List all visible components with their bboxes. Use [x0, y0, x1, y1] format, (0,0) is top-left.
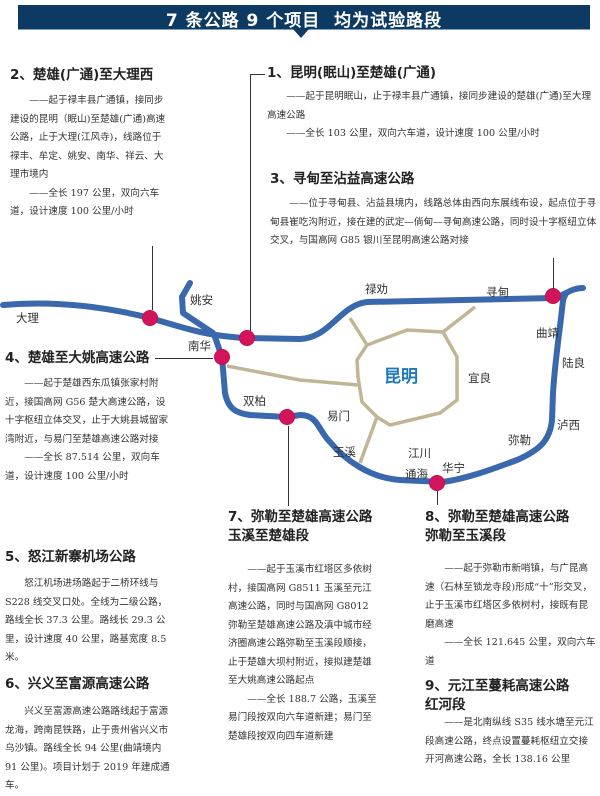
- project-1-paragraph: ——全长 103 公里，双向六车道，设计速度 100 公里/小时: [286, 128, 540, 139]
- place-huaning: 华宁: [442, 461, 465, 475]
- page-title: 7 条公路 9 个项目 均为试验路段: [165, 11, 443, 31]
- place-mile: 弥勒: [508, 433, 531, 447]
- place-yaoan: 姚安: [190, 293, 213, 307]
- place-luquan: 禄劝: [365, 282, 388, 296]
- project-4-description: ——起于楚雄西东瓜镇张家村附近，接国高网 G56 楚大高速公路，设十字枢纽立体交…: [5, 375, 170, 486]
- route-nanhua-shuangbai: [212, 290, 569, 485]
- project-7-title: 7、弥勒至楚雄高速公路 玉溪至楚雄段: [228, 508, 372, 546]
- project-2-description: ——起于禄丰县广通镇，接同步建设的昆明（眠山)至楚雄(广通)高速公路，止于大理(…: [10, 92, 168, 222]
- project-7-description: ——起于玉溪市红塔区多依树村，接国高网 G8511 玉溪至元江高速公路，同时与国…: [228, 561, 378, 746]
- spoke-northeast: [441, 305, 477, 334]
- place-qujing: 曲靖: [536, 326, 559, 340]
- leader-line-2: [152, 246, 153, 310]
- project-5-paragraph: 怒江机场进场路起于二桥环线与 S228 线交叉口处。全线为二级公路，路线全长 3…: [5, 578, 168, 663]
- project-1-description: ——起于昆明眠山，止于禄丰县广通镇，接同步建设的楚雄(广通)至大理高速公路 ——…: [267, 88, 597, 144]
- project-1-paragraph: ——起于昆明眠山，止于禄丰县广通镇，接同步建设的楚雄(广通)至大理高速公路: [267, 91, 592, 121]
- project-8-title: 8、弥勒至楚雄高速公路 弥勒至玉溪段: [425, 508, 569, 546]
- leader-line-7: [288, 426, 289, 506]
- place-kunming: 昆明: [384, 367, 418, 387]
- project-3-paragraph: ——位于寻甸县、沾益县境内，线路总体由西向东展线布设，起点位于寻甸县崔吃沟附近，…: [270, 198, 597, 246]
- project-9-title: 9、元江至蔓耗高速公路 红河段: [425, 677, 569, 715]
- place-jiangchuan: 江川: [408, 446, 431, 460]
- project-4-paragraph: ——起于楚雄西东瓜镇张家村附近，接国高网 G56 楚大高速公路，设十字枢纽立体交…: [5, 378, 169, 445]
- project-7-paragraph: ——全长 188.7 公路，玉溪至易门段按双向六车道新建；易门至楚雄段按双向四车…: [228, 693, 377, 742]
- marker-project-1: [239, 330, 255, 346]
- banner-pointer: [293, 29, 309, 38]
- marker-project-7: [279, 409, 295, 425]
- project-9-paragraph: ——是北南纵线 S35 线水塘至元江段高速公路，终点设置蔓耗枢纽立交接开河高速公…: [425, 717, 594, 765]
- place-yiliang: 宜良: [468, 371, 491, 385]
- project-2-paragraph: ——全长 197 公里，双向六车道，设计速度 100 公里/小时: [10, 187, 160, 218]
- spoke-south: [358, 416, 379, 464]
- project-6-description: 兴义至富源高速公路路线起于富源龙海，跨南昆铁路，止于贵州省兴义市乌沙镇。路线全长…: [5, 703, 173, 796]
- project-4-paragraph: ——全长 87.514 公里，双向车道，设计速度 100 公里/小时: [5, 452, 160, 482]
- place-tonghai: 通海: [405, 467, 428, 481]
- project-9-description: ——是北南纵线 S35 线水塘至元江段高速公路，终点设置蔓耗枢纽立交接开河高速公…: [425, 714, 597, 770]
- project-6-paragraph: 兴义至富源高速公路路线起于富源龙海，跨南昆铁路，止于贵州省兴义市乌沙镇。路线全长…: [5, 706, 170, 791]
- project-8-title-line: 8、弥勒至楚雄高速公路: [425, 509, 570, 525]
- marker-project-2: [142, 310, 158, 326]
- leader-line-1: [250, 74, 265, 75]
- project-7-title-line: 7、弥勒至楚雄高速公路: [228, 509, 373, 525]
- project-8-paragraph: ——起于弥勒市新哨镇，与广昆高速（石林至锁龙寺段)形成“十”形交叉，止于玉溪市红…: [425, 563, 593, 630]
- project-7-paragraph: ——起于玉溪市红塔区多依树村，接国高网 G8511 玉溪至元江高速公路，同时与国…: [228, 564, 372, 686]
- project-4-title: 4、楚雄至大姚高速公路: [5, 350, 150, 366]
- project-7-subtitle: 玉溪至楚雄段: [228, 528, 309, 544]
- leader-line-8: [437, 491, 438, 505]
- leader-line-1-vertical: [250, 74, 251, 331]
- project-3-description: ——位于寻甸县、沾益县境内，线路总体由西向东展线布设，起点位于寻甸县崔吃沟附近，…: [270, 195, 598, 251]
- project-6-title: 6、兴义至富源高速公路: [5, 676, 150, 692]
- project-8-subtitle: 弥勒至玉溪段: [425, 528, 506, 544]
- marker-project-8: [429, 475, 445, 491]
- project-markers: [142, 288, 561, 491]
- place-xundian: 寻甸: [486, 285, 509, 299]
- spoke-west: [226, 364, 359, 387]
- project-8-paragraph: ——全长 121.645 公里，双向六车道: [425, 637, 596, 667]
- project-5-description: 怒江机场进场路起于二桥环线与 S228 线交叉口处。全线为二级公路，路线全长 3…: [5, 575, 173, 668]
- project-5-title: 5、怒江新寨机场公路: [5, 549, 136, 565]
- project-2-paragraph: ——起于禄丰县广通镇，接同步建设的昆明（眠山)至楚雄(广通)高速公路，止于大理(…: [10, 95, 166, 180]
- place-luliang: 陆良: [562, 356, 585, 370]
- marker-project-3: [545, 288, 561, 304]
- leader-line-4: [155, 358, 213, 359]
- kunming-ring: [355, 328, 459, 427]
- project-3-title: 3、寻甸至沾益高速公路: [270, 171, 415, 187]
- project-1-title: 1、昆明(眠山)至楚雄(广通): [267, 65, 437, 81]
- place-nanhua: 南华: [188, 339, 211, 353]
- project-8-description: ——起于弥勒市新哨镇，与广昆高速（石林至锁龙寺段)形成“十”形交叉，止于玉溪市红…: [425, 560, 597, 671]
- kunming-ring-roads: [226, 305, 477, 464]
- place-yimen: 易门: [327, 409, 350, 423]
- project-2-title: 2、楚雄(广通)至大理西: [10, 67, 154, 83]
- spoke-northwest: [348, 317, 369, 346]
- place-luxi: 泸西: [557, 418, 580, 432]
- project-9-subtitle: 红河段: [425, 697, 466, 713]
- marker-project-4: [214, 349, 230, 365]
- place-shuangbai: 双柏: [243, 394, 266, 408]
- leader-line-3: [553, 258, 554, 289]
- project-9-title-line: 9、元江至蔓耗高速公路: [425, 678, 570, 694]
- route-yaoan-branch: [179, 280, 216, 336]
- place-yuxi: 玉溪: [333, 445, 356, 459]
- place-dali: 大理: [16, 311, 39, 325]
